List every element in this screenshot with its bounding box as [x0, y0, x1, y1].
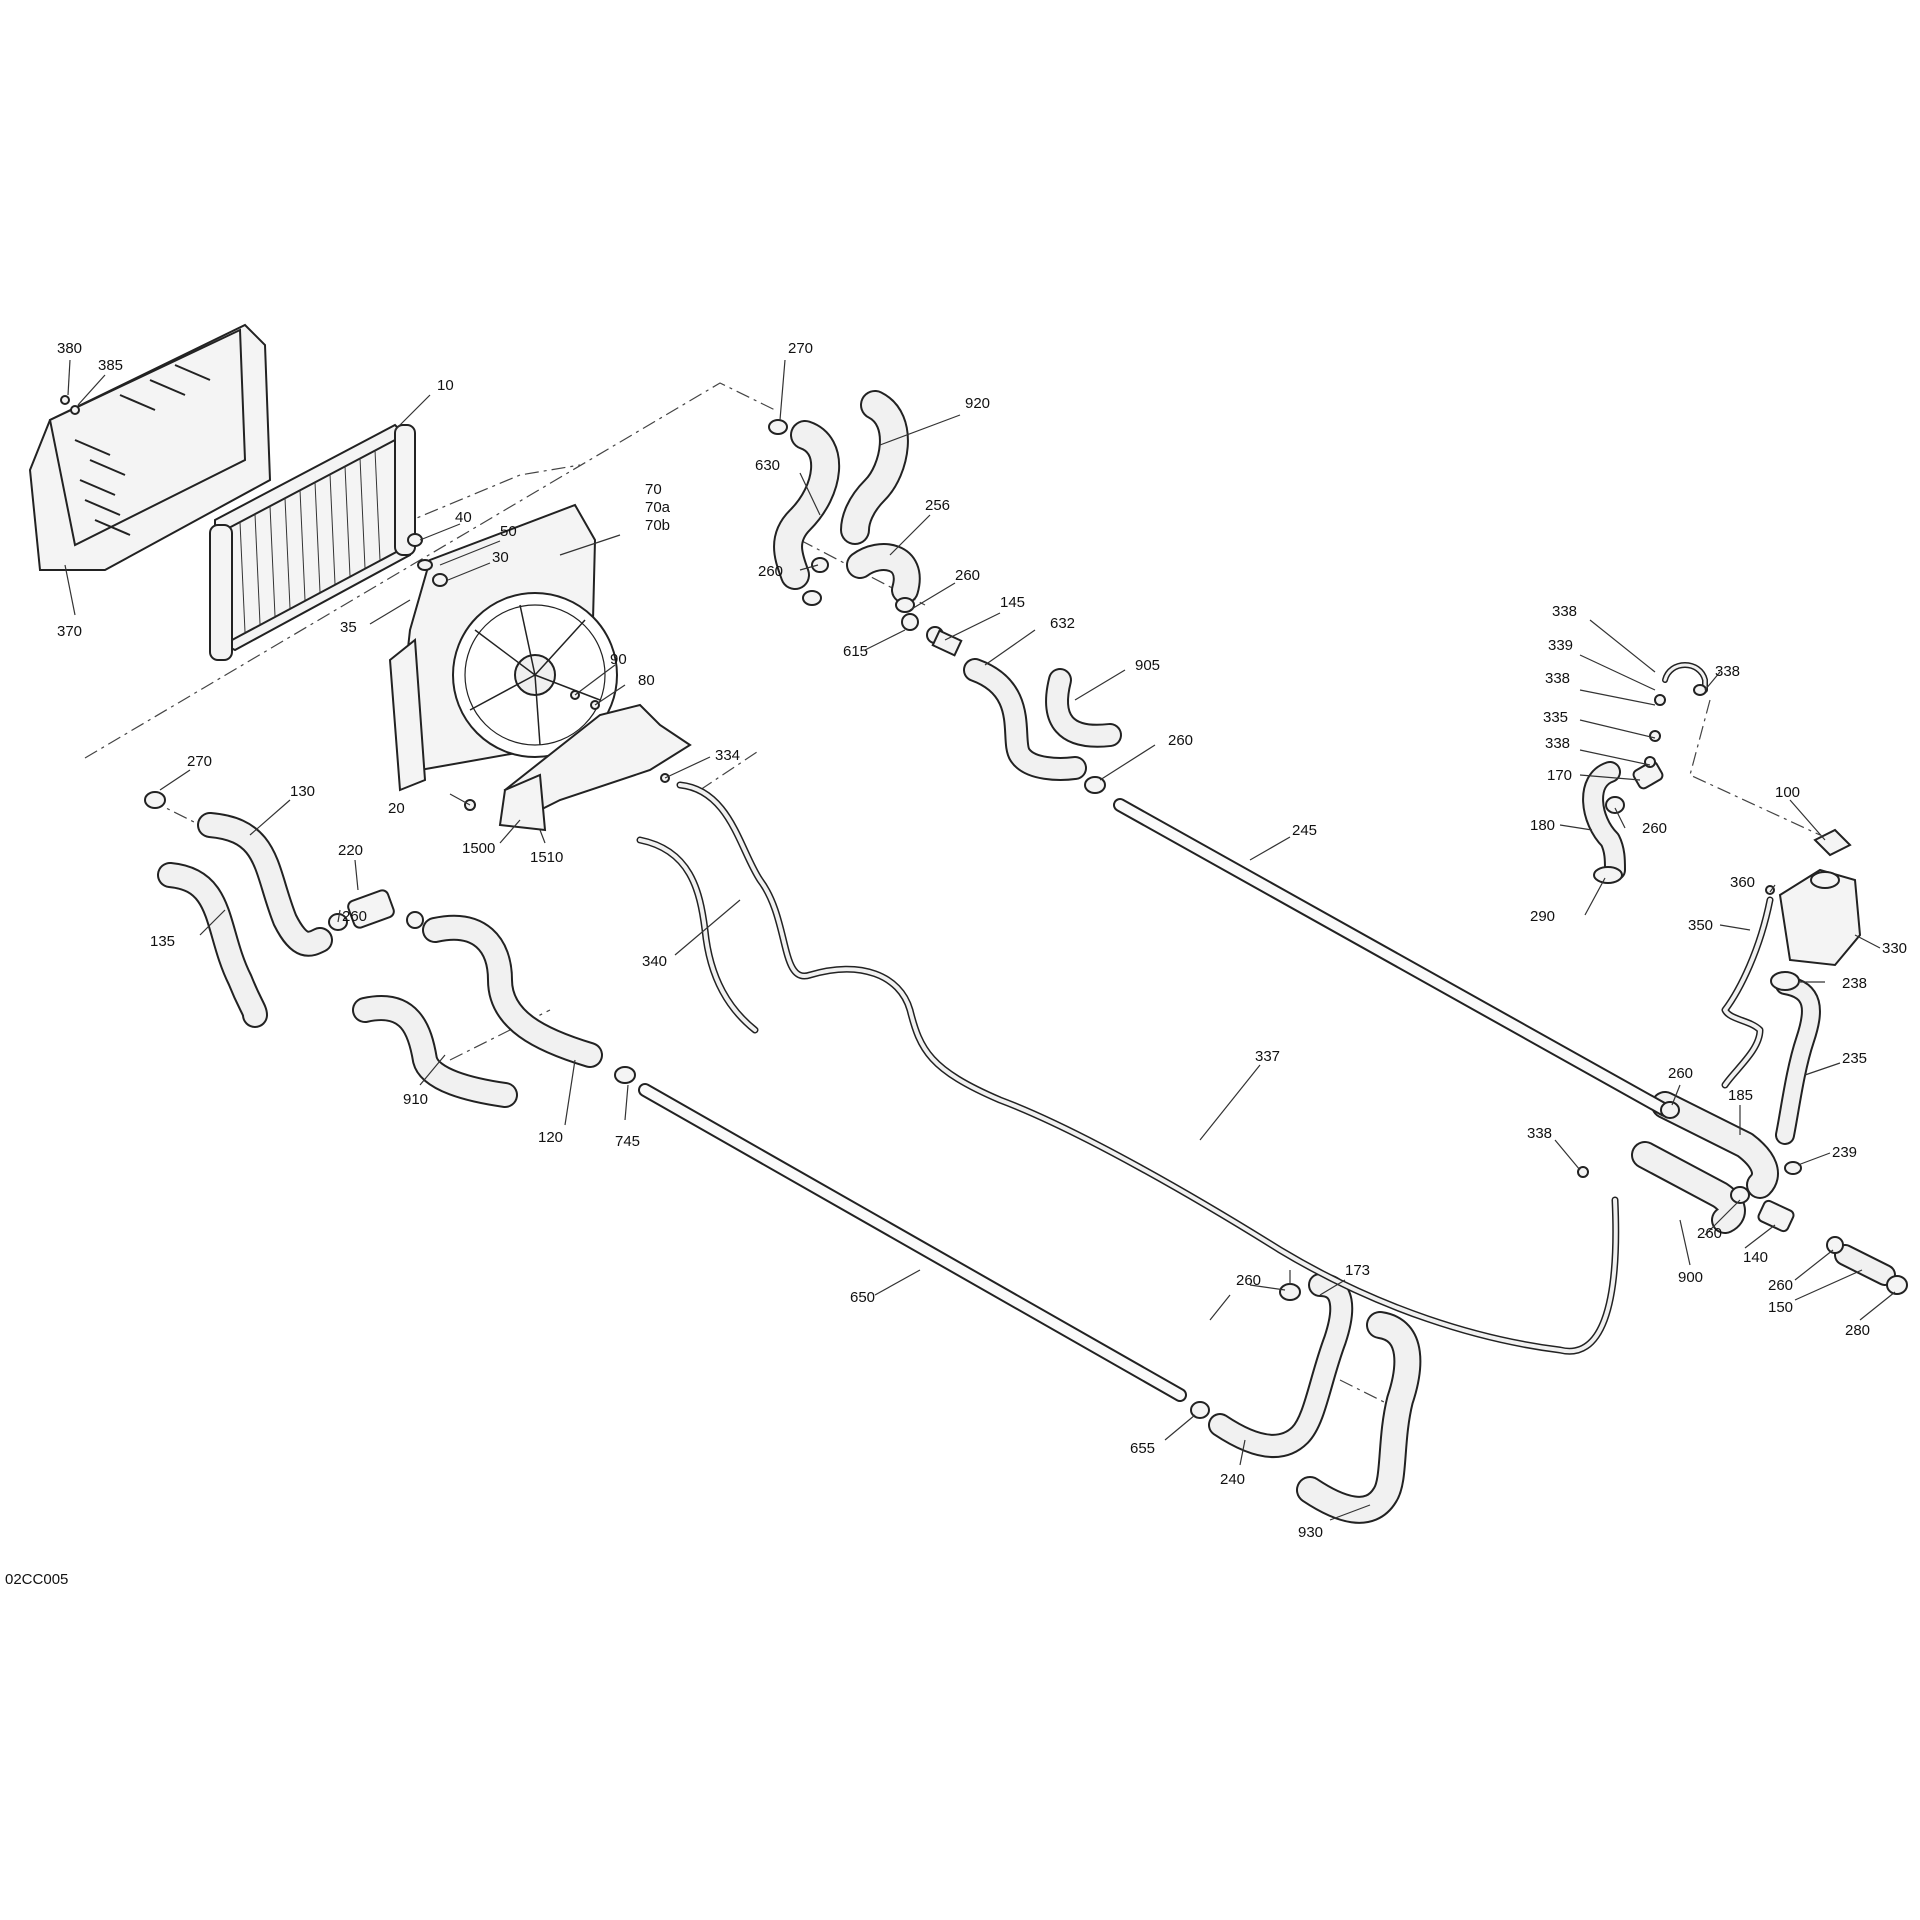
- callout-340: 340: [642, 953, 667, 970]
- callout-930: 930: [1298, 1524, 1323, 1541]
- callout-80: 80: [638, 672, 655, 689]
- leader-lines: [64, 359, 1896, 1521]
- callout-235: 235: [1842, 1050, 1867, 1067]
- callout-238: 238: [1842, 975, 1867, 992]
- callout-135: 135: [150, 933, 175, 950]
- callout-290: 290: [1530, 908, 1555, 925]
- callout-260-e: 260: [1236, 1272, 1261, 1289]
- callout-180: 180: [1530, 817, 1555, 834]
- callout-339: 339: [1548, 637, 1573, 654]
- callout-70a: 70a: [645, 499, 671, 516]
- fan-guard: [498, 703, 692, 832]
- callout-260-d: 260: [342, 908, 367, 925]
- callout-10: 10: [437, 377, 454, 394]
- callout-90: 90: [610, 651, 627, 668]
- fan-assembly: [388, 503, 618, 792]
- callout-130: 130: [290, 783, 315, 800]
- coolant-pipes: [636, 662, 1774, 1402]
- callout-270-a: 270: [788, 340, 813, 357]
- callout-900: 900: [1678, 1269, 1703, 1286]
- callout-260-b: 260: [955, 567, 980, 584]
- callout-170: 170: [1547, 767, 1572, 784]
- callout-380: 380: [57, 340, 82, 357]
- callout-360: 360: [1730, 874, 1755, 891]
- callout-337: 337: [1255, 1048, 1280, 1065]
- callout-40: 40: [455, 509, 472, 526]
- callout-905: 905: [1135, 657, 1160, 674]
- callout-655: 655: [1130, 1440, 1155, 1457]
- radiator-shroud: [28, 323, 272, 571]
- callout-260-f: 260: [1642, 820, 1667, 837]
- callout-30: 30: [492, 549, 509, 566]
- callout-338-b: 338: [1545, 670, 1570, 687]
- callout-220: 220: [338, 842, 363, 859]
- callout-260-h: 260: [1697, 1225, 1722, 1242]
- callout-650: 650: [850, 1289, 875, 1306]
- callout-632: 632: [1050, 615, 1075, 632]
- callout-120: 120: [538, 1129, 563, 1146]
- callout-338-d: 338: [1715, 663, 1740, 680]
- callout-330: 330: [1882, 940, 1907, 957]
- callout-385: 385: [98, 357, 123, 374]
- callout-270-b: 270: [187, 753, 212, 770]
- callout-920: 920: [965, 395, 990, 412]
- fittings-and-clamps: [60, 395, 1908, 1419]
- callout-338-a: 338: [1552, 603, 1577, 620]
- callout-338-e: 338: [1527, 1125, 1552, 1142]
- callout-240: 240: [1220, 1471, 1245, 1488]
- callout-35: 35: [340, 619, 357, 636]
- callout-185: 185: [1728, 1087, 1753, 1104]
- callout-1510: 1510: [530, 849, 563, 866]
- callout-100: 100: [1775, 784, 1800, 801]
- callout-239: 239: [1832, 1144, 1857, 1161]
- callout-70b: 70b: [645, 517, 670, 534]
- callout-20: 20: [388, 800, 405, 817]
- callout-910: 910: [403, 1091, 428, 1108]
- callout-labels: 10 20 30 35 40 50 70 70a 70b 80 90 100 1…: [57, 340, 1907, 1541]
- callout-1500: 1500: [462, 840, 495, 857]
- callout-338-c: 338: [1545, 735, 1570, 752]
- callout-173: 173: [1345, 1262, 1370, 1279]
- callout-50: 50: [500, 523, 517, 540]
- callout-150: 150: [1768, 1299, 1793, 1316]
- callout-140: 140: [1743, 1249, 1768, 1266]
- callout-256: 256: [925, 497, 950, 514]
- callout-630: 630: [755, 457, 780, 474]
- callout-615: 615: [843, 643, 868, 660]
- figure-code: 02CC005: [5, 1571, 68, 1588]
- callout-145: 145: [1000, 594, 1025, 611]
- expansion-tank: [1778, 828, 1862, 967]
- hoses: [157, 390, 1896, 1524]
- callout-260-c: 260: [1168, 732, 1193, 749]
- callout-260-g: 260: [1668, 1065, 1693, 1082]
- callout-350: 350: [1688, 917, 1713, 934]
- radiator: [209, 423, 416, 661]
- callout-335: 335: [1543, 709, 1568, 726]
- callout-260-i: 260: [1768, 1277, 1793, 1294]
- callout-245: 245: [1292, 822, 1317, 839]
- callout-370: 370: [57, 623, 82, 640]
- callout-745: 745: [615, 1133, 640, 1150]
- callout-70: 70: [645, 481, 662, 498]
- callout-280: 280: [1845, 1322, 1870, 1339]
- callout-260-a: 260: [758, 563, 783, 580]
- callout-334: 334: [715, 747, 740, 764]
